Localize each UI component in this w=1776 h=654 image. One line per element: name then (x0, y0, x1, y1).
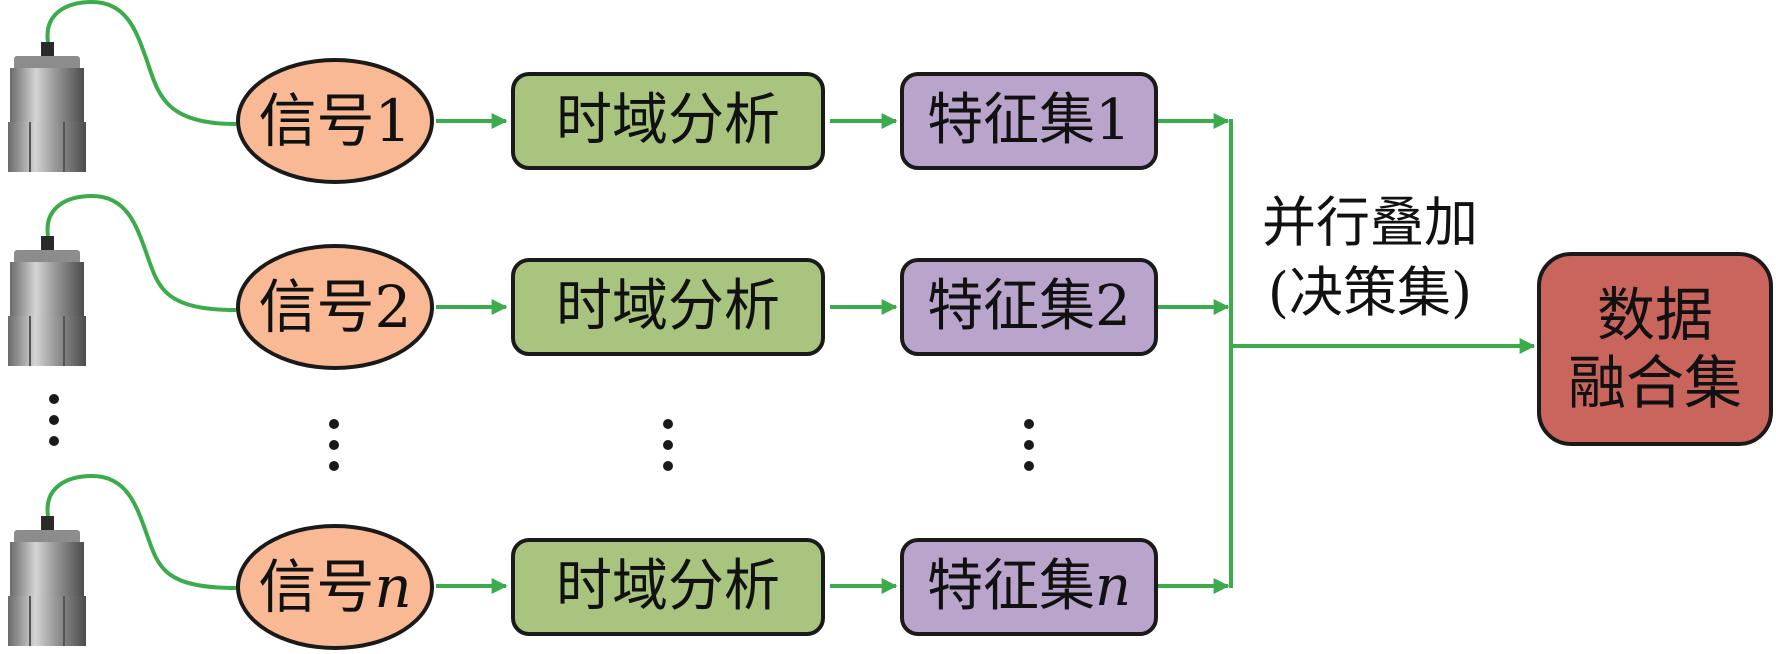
signal-label: 信号 (258, 273, 375, 341)
analysis-node: 时域分析 (511, 72, 825, 170)
feature-label: 特征集 (927, 88, 1096, 153)
fusion-label-line2: 融合集 (1567, 349, 1742, 417)
merge-label-line2: (决策集) (1267, 261, 1473, 325)
merge-label: 并行叠加 (决策集) (1225, 188, 1515, 328)
signal-index: 1 (374, 87, 412, 155)
sensor-icon (8, 473, 237, 646)
signal-index: 2 (374, 273, 412, 341)
analysis-label: 时域分析 (556, 274, 780, 339)
sensor-cable (45, 193, 237, 312)
feature-label: 特征集 (926, 554, 1095, 619)
fusion-label-line1: 数据 (1596, 280, 1713, 349)
ellipsis-dots (49, 394, 59, 446)
feature-label: 特征集 (927, 274, 1096, 339)
analysis-node: 时域分析 (511, 258, 825, 356)
signal-label: 信号 (258, 553, 375, 621)
row-arrows (436, 113, 1230, 594)
analysis-label: 时域分析 (556, 88, 780, 153)
sensor-icon (8, 193, 237, 366)
ellipsis-dots (1024, 419, 1034, 471)
sensor-cable (45, 0, 237, 126)
signal-index: n (374, 553, 412, 621)
merge-label-line1: 并行叠加 (1262, 191, 1478, 254)
sensor-cable (45, 473, 237, 590)
analysis-node: 时域分析 (511, 538, 825, 636)
feature-index: n (1094, 554, 1132, 619)
analysis-label: 时域分析 (556, 554, 780, 619)
feature-index: 1 (1095, 88, 1131, 153)
signal-label: 信号 (258, 87, 375, 155)
ellipsis-dots (663, 419, 673, 471)
fusion-node: 数据 融合集 (1537, 252, 1773, 446)
sensor-icon (8, 0, 237, 172)
ellipsis-dots (329, 419, 339, 471)
feature-index: 2 (1095, 274, 1131, 339)
